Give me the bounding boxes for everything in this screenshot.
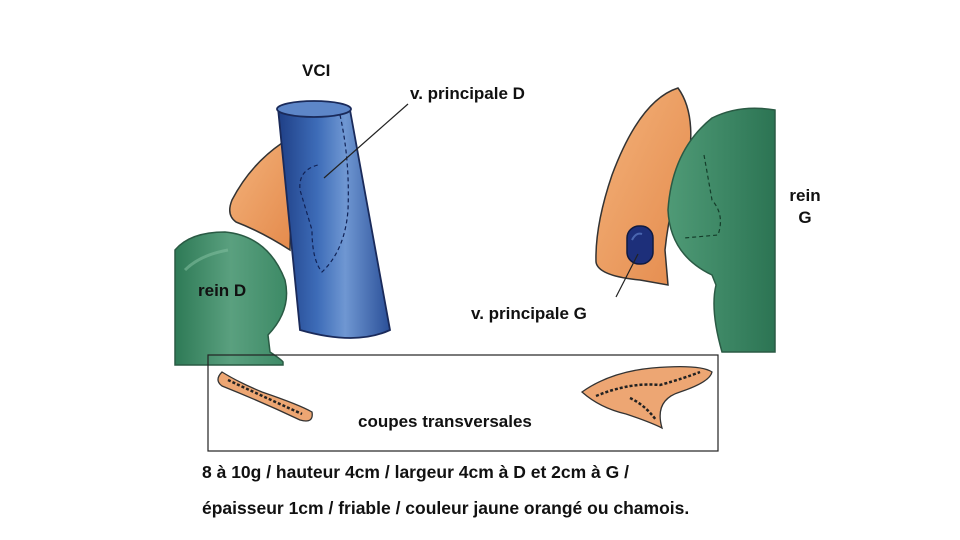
leader-line-vein-right <box>323 103 409 179</box>
vein-left-oval <box>626 225 654 265</box>
kidney-left-shape <box>667 107 776 353</box>
label-kidney-left: rein G <box>785 186 825 228</box>
label-sections: coupes transversales <box>358 412 532 431</box>
adrenal-right-shape <box>229 142 293 252</box>
section-left-shape <box>580 366 713 430</box>
section-right-shape <box>217 371 313 422</box>
label-kidney-left-line1: rein <box>789 186 821 205</box>
caption-line-1: 8 à 10g / hauteur 4cm / largeur 4cm à D … <box>202 462 629 482</box>
label-vein-left: v. principale G <box>471 304 587 323</box>
leader-line-vein-left <box>615 253 639 298</box>
sections-box <box>207 354 719 452</box>
vci-cylinder <box>276 100 392 339</box>
kidney-right-shape <box>174 231 288 366</box>
label-kidney-left-line2: G <box>798 208 812 227</box>
label-vein-right: v. principale D <box>410 84 525 103</box>
caption-line-2: épaisseur 1cm / friable / couleur jaune … <box>202 498 690 518</box>
label-kidney-right: rein D <box>198 281 247 300</box>
label-vci: VCI <box>302 61 331 80</box>
